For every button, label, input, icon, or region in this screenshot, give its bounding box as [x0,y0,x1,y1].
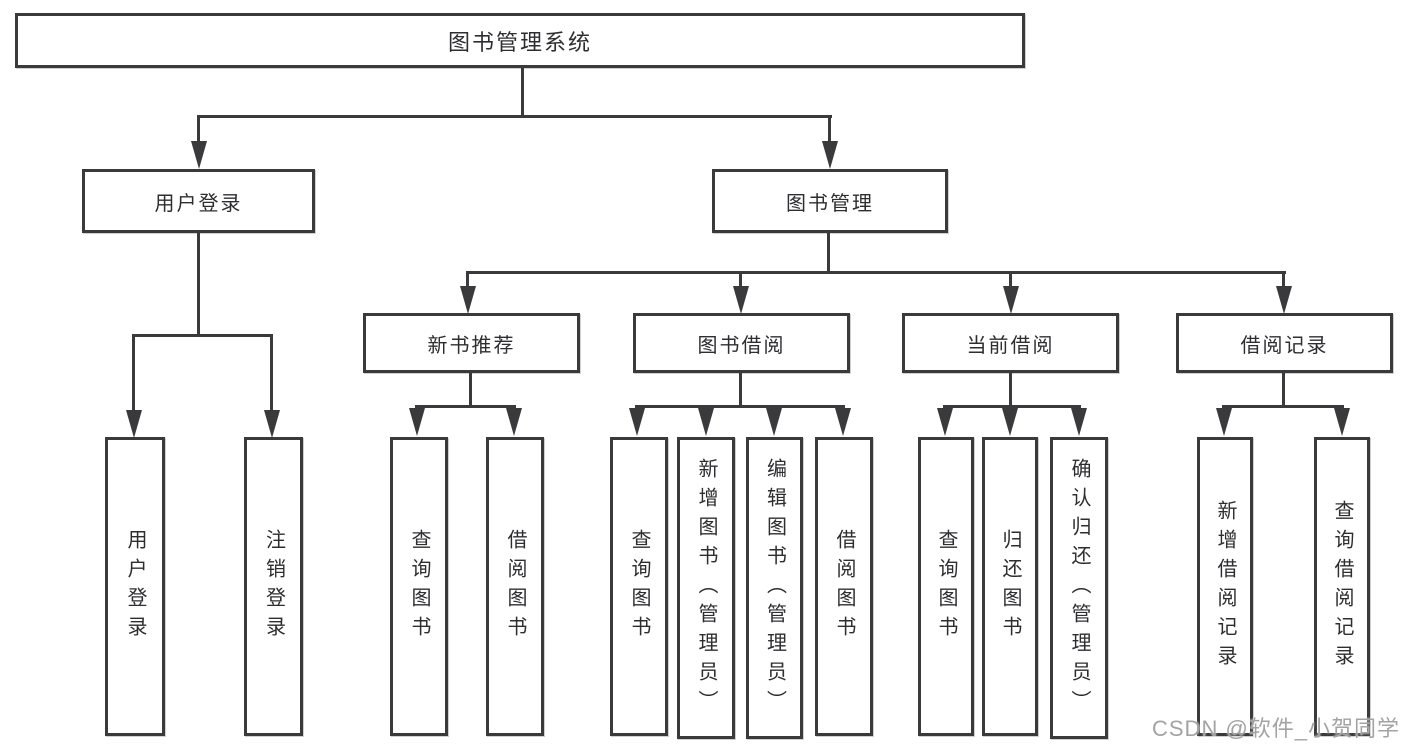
arrow-down-icon [1071,408,1087,436]
arrow-down-icon [126,410,142,438]
arrow-down-icon [506,408,522,436]
leaf-query-books-borrow: 查询图书 [610,437,668,736]
connector-user-login-down [197,233,200,336]
arrow-down-icon [698,408,714,436]
leaf-confirm-return-admin: 确认归还（管理员） [1050,437,1108,739]
leaf-query-books-recommend: 查询图书 [390,437,448,736]
connector-leaf-stem [739,271,742,288]
node-current-borrow: 当前借阅 [902,313,1119,373]
arrow-down-icon [1334,408,1350,436]
leaf-return-books: 归还图书 [982,437,1038,736]
node-book-borrow: 图书借阅 [633,313,850,373]
arrow-down-icon [835,408,851,436]
leaf-label: 编辑图书（管理员） [763,457,786,719]
leaf-user-login: 用户登录 [105,437,165,736]
leaf-label: 查询图书 [408,528,430,645]
leaf-label: 新增借阅记录 [1214,499,1236,674]
connector-borrow-down [739,371,742,408]
connector-leaf-stem [132,334,135,412]
arrow-down-icon [1003,286,1019,314]
arrow-down-icon [1276,286,1292,314]
leaf-query-books-current: 查询图书 [918,437,974,736]
connector-records-down [1282,371,1285,408]
leaf-borrow-books-recommend: 借阅图书 [486,437,544,736]
connector-root-branch [197,115,832,118]
leaf-query-borrow-record: 查询借阅记录 [1314,437,1370,736]
leaf-label: 借阅图书 [833,528,855,645]
connector-recommend-branch [415,405,516,408]
connector-leaf-stem [1282,271,1285,288]
leaf-add-books-admin: 新增图书（管理员） [677,437,735,739]
connector-records-branch [1222,405,1344,408]
arrow-down-icon [822,141,838,169]
node-user-login: 用户登录 [82,169,315,233]
leaf-label: 查询图书 [628,528,650,645]
leaf-borrow-books-borrow: 借阅图书 [815,437,873,736]
node-new-book-recommend: 新书推荐 [363,313,580,373]
arrow-down-icon [1002,408,1018,436]
arrow-down-icon [766,408,782,436]
arrow-down-icon [409,408,425,436]
connector-leaf-stem [270,334,273,412]
arrow-down-icon [191,141,207,169]
leaf-label: 用户登录 [124,528,146,645]
connector-user-login-branch [132,334,273,337]
arrow-down-icon [460,286,476,314]
leaf-label: 借阅图书 [504,528,526,645]
connector-root-stem [521,66,524,117]
leaf-label: 查询借阅记录 [1331,499,1353,674]
connector-current-branch [943,405,1081,408]
connector-book-mgmt-down [827,233,830,274]
node-book-management: 图书管理 [712,169,948,233]
connector-leaf-stem [1009,271,1012,288]
node-root: 图书管理系统 [15,13,1025,68]
leaf-edit-books-admin: 编辑图书（管理员） [746,437,803,739]
connector-current-down [1009,371,1012,408]
arrow-down-icon [629,408,645,436]
leaf-label: 确认归还（管理员） [1068,457,1090,719]
arrow-down-icon [1216,408,1232,436]
leaf-add-borrow-record: 新增借阅记录 [1197,437,1253,736]
watermark-text: CSDN @软件_小贺同学 [1152,716,1401,741]
arrow-down-icon [937,408,953,436]
leaf-label: 新增图书（管理员） [695,457,717,719]
connector-leaf-stem [466,271,469,288]
arrow-down-icon [264,410,280,438]
arrow-down-icon [733,286,749,314]
leaf-label: 归还图书 [999,528,1021,645]
leaf-label: 注销登录 [262,528,285,645]
connector-borrow-branch [635,405,845,408]
connector-recommend-down [469,371,472,408]
connector-book-mgmt-stem [828,115,831,143]
node-borrow-records: 借阅记录 [1176,313,1393,373]
leaf-label: 查询图书 [935,528,957,645]
connector-user-login-stem [197,115,200,143]
connector-book-mgmt-branch [466,271,1286,274]
leaf-logout-login: 注销登录 [244,437,303,736]
